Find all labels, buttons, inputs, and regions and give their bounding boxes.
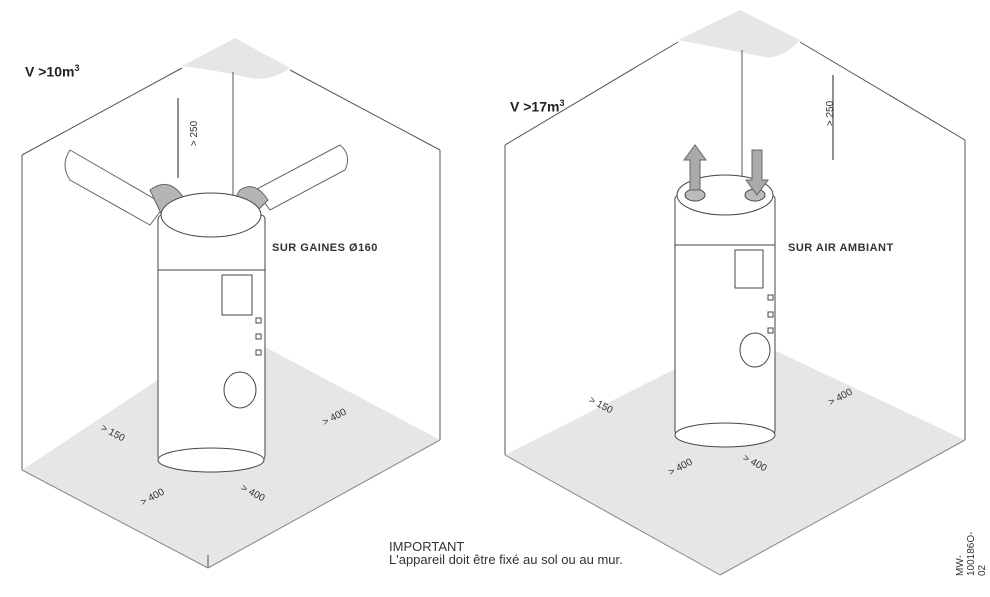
right-heat-pump-tank bbox=[674, 174, 776, 448]
right-mode-label: SUR AIR AMBIANT bbox=[788, 242, 894, 254]
important-text: L'appareil doit être fixé au sol ou au m… bbox=[389, 552, 623, 567]
right-ceiling-patch bbox=[678, 10, 800, 58]
air-out-arrow-icon bbox=[683, 144, 707, 191]
right-floor bbox=[505, 335, 965, 575]
left-volume-label: V >10m3 bbox=[25, 63, 80, 80]
airflow-arrows bbox=[683, 144, 769, 196]
left-ceiling-patch bbox=[182, 38, 290, 79]
right-room bbox=[504, 10, 966, 576]
air-in-arrow-icon bbox=[745, 149, 769, 196]
right-ceiling-dim: > 250 bbox=[825, 100, 837, 127]
right-volume-label: V >17m3 bbox=[510, 98, 565, 115]
left-mode-label: SUR GAINES Ø160 bbox=[272, 242, 378, 254]
left-heat-pump-tank bbox=[157, 192, 266, 473]
left-ceiling-dim: > 250 bbox=[189, 120, 201, 147]
important-title: IMPORTANT bbox=[389, 539, 465, 554]
reference-code: MW-100186O-02 bbox=[955, 531, 988, 576]
